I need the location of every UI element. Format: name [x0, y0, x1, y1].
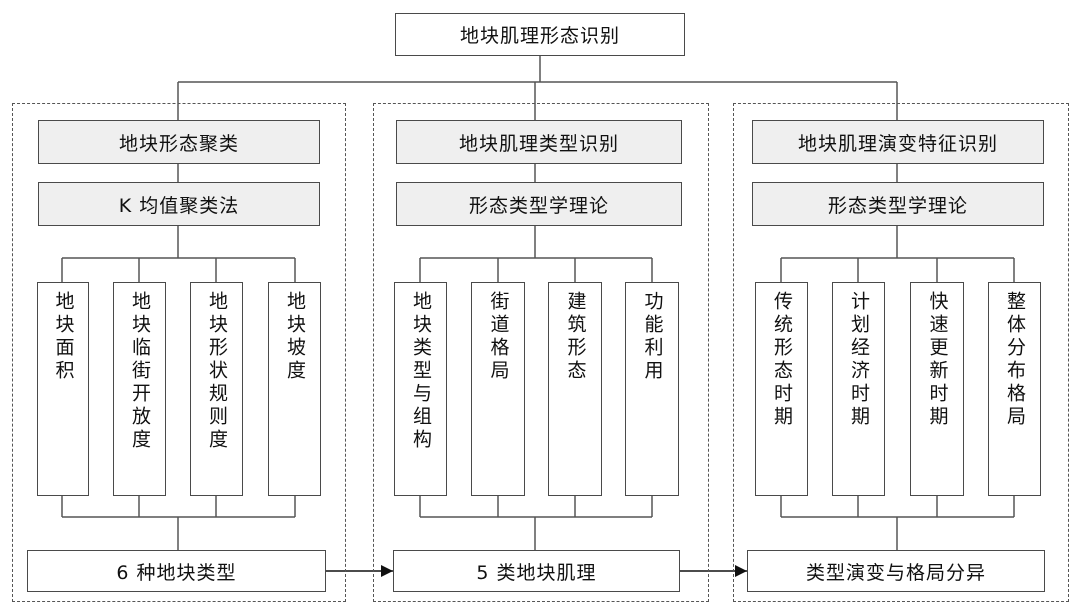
group-3-method: 形态类型学理论: [752, 182, 1044, 226]
group-1-result: 6 种地块类型: [27, 550, 326, 592]
group-2-item-1: 地块类型与组构: [394, 282, 447, 496]
group-1-item-2: 地块临街开放度: [113, 282, 166, 496]
group-2-item-2: 街道格局: [471, 282, 525, 496]
group-2-title: 地块肌理类型识别: [396, 120, 682, 164]
group-3-item-1: 传统形态时期: [755, 282, 808, 496]
group-1-item-4: 地块坡度: [268, 282, 321, 496]
group-3-result: 类型演变与格局分异: [747, 550, 1045, 592]
group-panel-3: [733, 103, 1069, 602]
group-1-item-3: 地块形状规则度: [190, 282, 243, 496]
root-title-box: 地块肌理形态识别: [395, 13, 685, 56]
group-1-method: K 均值聚类法: [38, 182, 320, 226]
group-1-title: 地块形态聚类: [38, 120, 320, 164]
group-1-item-1: 地块面积: [37, 282, 89, 496]
group-2-item-4: 功能利用: [625, 282, 679, 496]
group-3-item-3: 快速更新时期: [910, 282, 964, 496]
group-3-item-4: 整体分布格局: [988, 282, 1041, 496]
group-3-title: 地块肌理演变特征识别: [752, 120, 1044, 164]
group-panel-1: [12, 103, 346, 602]
group-2-result: 5 类地块肌理: [393, 550, 680, 592]
group-2-item-3: 建筑形态: [548, 282, 602, 496]
group-3-item-2: 计划经济时期: [832, 282, 885, 496]
group-panel-2: [373, 103, 709, 602]
group-2-method: 形态类型学理论: [396, 182, 682, 226]
